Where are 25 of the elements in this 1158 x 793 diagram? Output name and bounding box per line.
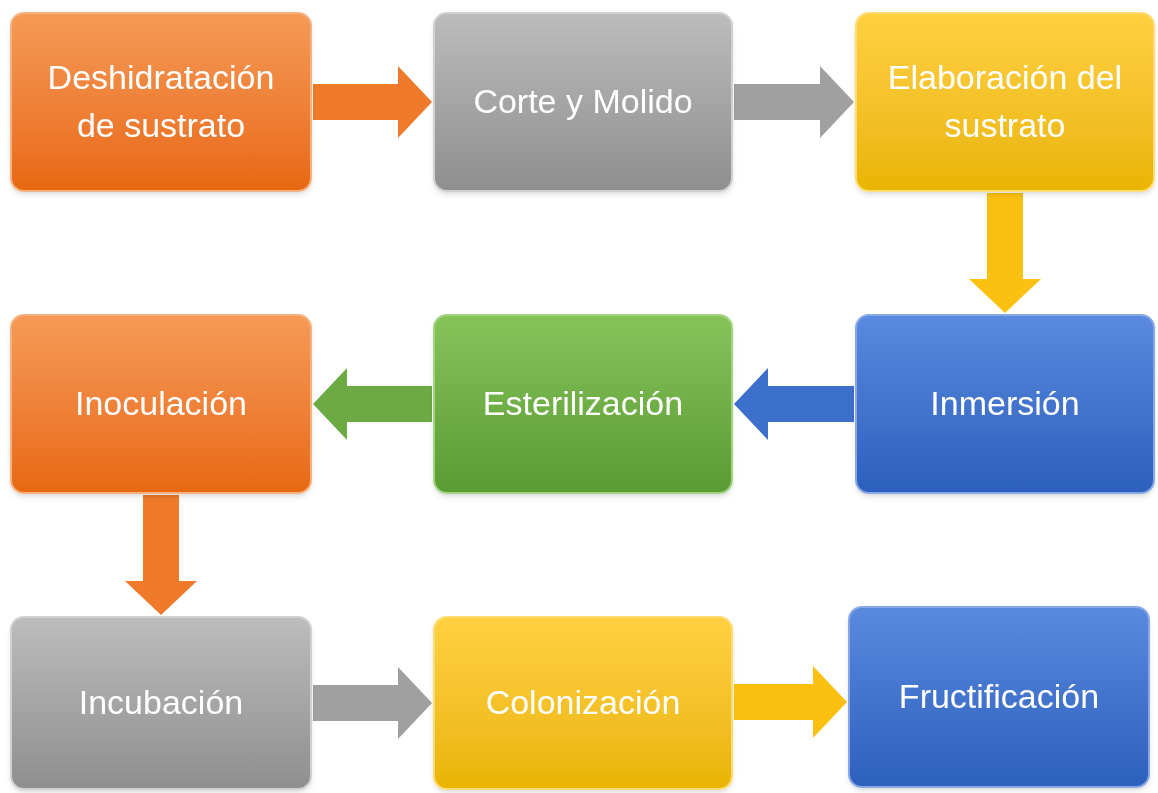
step-label: Inmersión — [930, 383, 1080, 425]
process-box — [855, 12, 1155, 192]
step-label: Fructificación — [898, 676, 1100, 718]
step-label: Esterilización — [482, 383, 684, 425]
process-box — [10, 616, 312, 790]
block-arrow — [734, 368, 854, 440]
process-box — [848, 606, 1150, 788]
block-arrow — [313, 66, 432, 138]
process-box — [433, 314, 733, 494]
block-arrow — [313, 368, 432, 440]
step-label: Deshidratación de sustrato — [46, 57, 276, 146]
process-box — [855, 314, 1155, 494]
step-label: Incubación — [78, 682, 244, 724]
process-box — [433, 12, 733, 192]
step-label: Corte y Molido — [473, 81, 693, 123]
process-box — [10, 12, 312, 192]
process-box — [433, 616, 733, 790]
step-label: Colonización — [485, 682, 681, 724]
step-label: Inoculación — [75, 383, 247, 425]
block-arrow — [969, 193, 1041, 313]
block-arrow — [125, 495, 197, 615]
block-arrow — [734, 666, 847, 738]
block-arrow — [734, 66, 854, 138]
step-label: Elaboración del sustrato — [886, 57, 1124, 146]
process-box — [10, 314, 312, 494]
